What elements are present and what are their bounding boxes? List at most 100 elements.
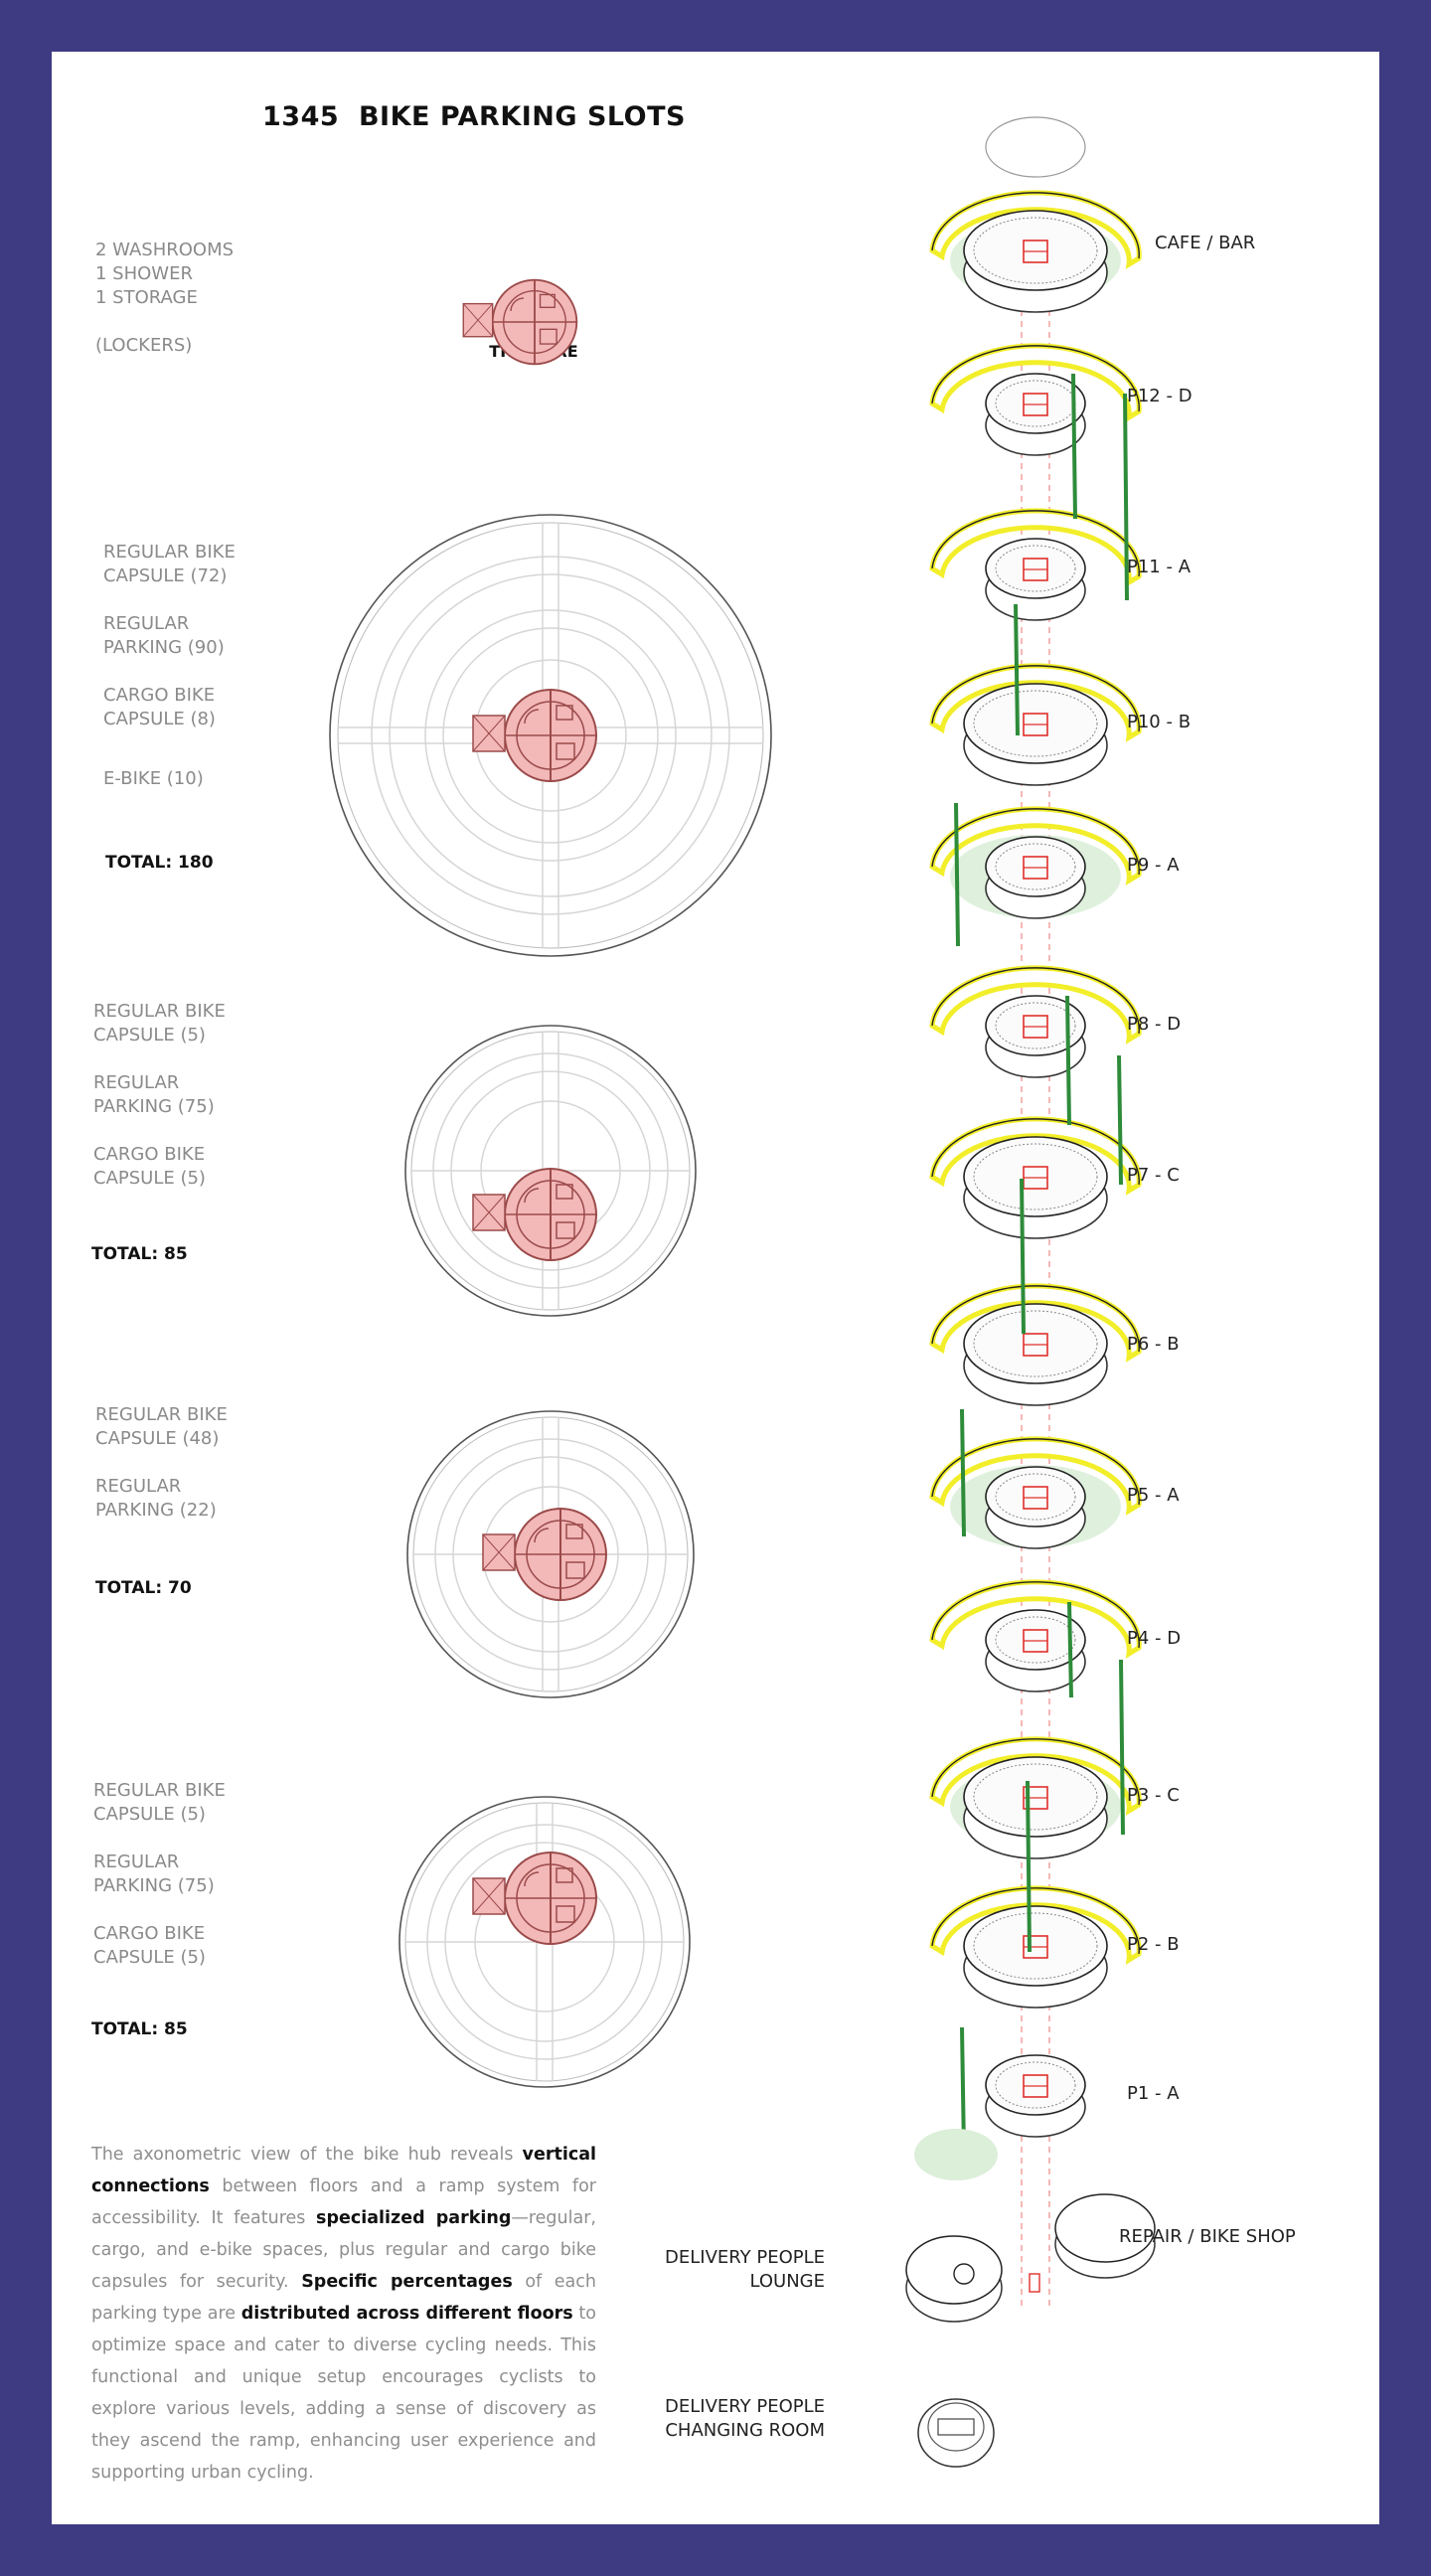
plan-b-spec: REGULAR BIKE CAPSULE (48) REGULAR PARKIN… <box>95 1403 334 1523</box>
spec-line: REGULAR <box>103 613 190 634</box>
level-label-p11: P11 - A <box>1127 557 1192 577</box>
floor-drum-top <box>985 2054 1086 2116</box>
floor-drum-top <box>963 1136 1108 1217</box>
floor-drum-grid <box>973 690 1098 757</box>
spec-line: REGULAR <box>93 1072 180 1093</box>
floor-drum-grid <box>973 1143 1098 1210</box>
spec-line: REGULAR BIKE <box>103 542 236 563</box>
spec-line: PARKING (75) <box>93 1096 215 1117</box>
label-delivery-changing-room: DELIVERY PEOPLE CHANGING ROOM <box>626 2395 825 2443</box>
label-repair-bike-shop: REPAIR / BIKE SHOP <box>1119 2226 1296 2247</box>
description-emphasis: vertical connections <box>91 2145 596 2196</box>
lounge-line: DELIVERY PEOPLE <box>665 2247 825 2268</box>
vertical-connector <box>1026 1780 1032 1953</box>
plan-a-spec: REGULAR BIKE CAPSULE (5) REGULAR PARKING… <box>93 1779 332 1970</box>
shop-cylinder-top <box>1054 2193 1156 2263</box>
plan-a-drawing <box>398 1796 691 2088</box>
description-text: to optimize space and cater to diverse c… <box>91 2304 596 2483</box>
lounge-detail <box>953 2263 975 2285</box>
vertical-connector <box>1071 373 1077 520</box>
spec-line: CAPSULE (48) <box>95 1428 220 1449</box>
vertical-connector <box>1117 1054 1123 1186</box>
plan-c-total: TOTAL: 85 <box>91 1244 188 1264</box>
ramp-edge <box>931 1285 1140 1353</box>
level-label-p4: P4 - D <box>1127 1628 1182 1649</box>
ramp-edge <box>931 1118 1140 1186</box>
ramp-edge <box>931 1887 1140 1955</box>
ground-green-pad <box>914 2129 998 2180</box>
spec-line: REGULAR BIKE <box>93 1001 226 1022</box>
description-text: between floors and a ramp system for acc… <box>91 2176 596 2228</box>
core-amenities: 2 WASHROOMS 1 SHOWER 1 STORAGE (LOCKERS) <box>95 239 234 358</box>
level-label-p3: P3 - C <box>1127 1785 1180 1806</box>
description-emphasis: Specific percentages <box>301 2272 513 2292</box>
level-label-p12: P12 - D <box>1127 386 1192 406</box>
amenity-lockers: (LOCKERS) <box>95 335 193 356</box>
floor-drum-grid <box>995 1002 1076 1049</box>
spec-line: CAPSULE (72) <box>103 565 228 586</box>
spec-line: REGULAR <box>95 1476 182 1497</box>
level-label-p6: P6 - B <box>1127 1334 1180 1355</box>
floor-drum-top <box>985 1466 1086 1528</box>
vertical-connector <box>1119 1659 1125 1836</box>
floor-drum-top <box>985 538 1086 599</box>
spec-line: PARKING (22) <box>95 1500 217 1521</box>
ramp-edge <box>931 1438 1140 1506</box>
level-label-p5: P5 - A <box>1127 1485 1180 1506</box>
spec-line: CAPSULE (8) <box>103 709 216 729</box>
description-emphasis: distributed across different floors <box>240 2304 573 2324</box>
plan-d-drawing <box>329 514 772 957</box>
floor-drum-grid <box>973 1912 1098 1980</box>
level-label-p9: P9 - A <box>1127 855 1180 876</box>
ramp-edge <box>931 1581 1140 1649</box>
plan-c-drawing <box>404 1025 697 1317</box>
floor-drum-top <box>963 1303 1108 1384</box>
ramp-edge <box>931 510 1140 577</box>
level-label-p1: P1 - A <box>1127 2083 1180 2104</box>
roof-oval <box>985 116 1086 178</box>
spec-line: CAPSULE (5) <box>93 1804 206 1825</box>
changing-room-bench <box>937 2418 975 2436</box>
ramp-edge <box>931 808 1140 876</box>
plan-b-total: TOTAL: 70 <box>95 1578 192 1598</box>
floor-drum-top <box>985 836 1086 897</box>
spec-line: REGULAR BIKE <box>93 1780 226 1801</box>
changing-line: CHANGING ROOM <box>665 2420 825 2441</box>
spec-line: CAPSULE (5) <box>93 1947 206 1968</box>
ramp-edge <box>931 1738 1140 1806</box>
spec-line: CARGO BIKE <box>103 685 216 706</box>
level-label-cafe-bar: CAFE / BAR <box>1155 233 1256 253</box>
description-text: of each parking type are <box>91 2272 596 2324</box>
floor-drum-grid <box>973 1763 1098 1831</box>
amenity-storage: 1 STORAGE <box>95 287 198 308</box>
level-label-p2: P2 - B <box>1127 1934 1180 1955</box>
level-label-p8: P8 - D <box>1127 1014 1182 1035</box>
floor-drum-top <box>963 1756 1108 1838</box>
ramp-edge <box>931 967 1140 1035</box>
plan-b-drawing <box>406 1410 695 1698</box>
spec-line: CARGO BIKE <box>93 1923 206 1944</box>
floor-drum-top <box>963 1905 1108 1987</box>
changing-room-inner <box>927 2402 985 2452</box>
vertical-connector <box>1020 1178 1026 1335</box>
amenity-washrooms: 2 WASHROOMS <box>95 240 235 260</box>
vertical-connector <box>954 802 960 947</box>
vertical-connector <box>1123 393 1129 601</box>
plan-c-spec: REGULAR BIKE CAPSULE (5) REGULAR PARKING… <box>93 1000 332 1191</box>
core-glyph <box>1029 2273 1040 2293</box>
floor-plans-drawing <box>329 278 772 2088</box>
ramp-edge <box>931 345 1140 412</box>
core-plan-drawing <box>462 278 578 366</box>
axonometric-stack-drawing <box>905 116 1156 2468</box>
floor-drum-grid <box>995 545 1076 592</box>
spec-line: CAPSULE (5) <box>93 1025 206 1046</box>
ramp-edge <box>931 665 1140 732</box>
label-delivery-lounge: DELIVERY PEOPLE LOUNGE <box>626 2246 825 2294</box>
plan-d-spec: REGULAR BIKE CAPSULE (72) REGULAR PARKIN… <box>103 541 342 791</box>
level-label-p10: P10 - B <box>1127 712 1192 732</box>
floor-drum-grid <box>995 1616 1076 1664</box>
vertical-connector <box>1067 1601 1073 1698</box>
floor-drum-top <box>985 995 1086 1056</box>
floor-drum-top <box>985 373 1086 434</box>
floor-drum-top <box>963 683 1108 764</box>
